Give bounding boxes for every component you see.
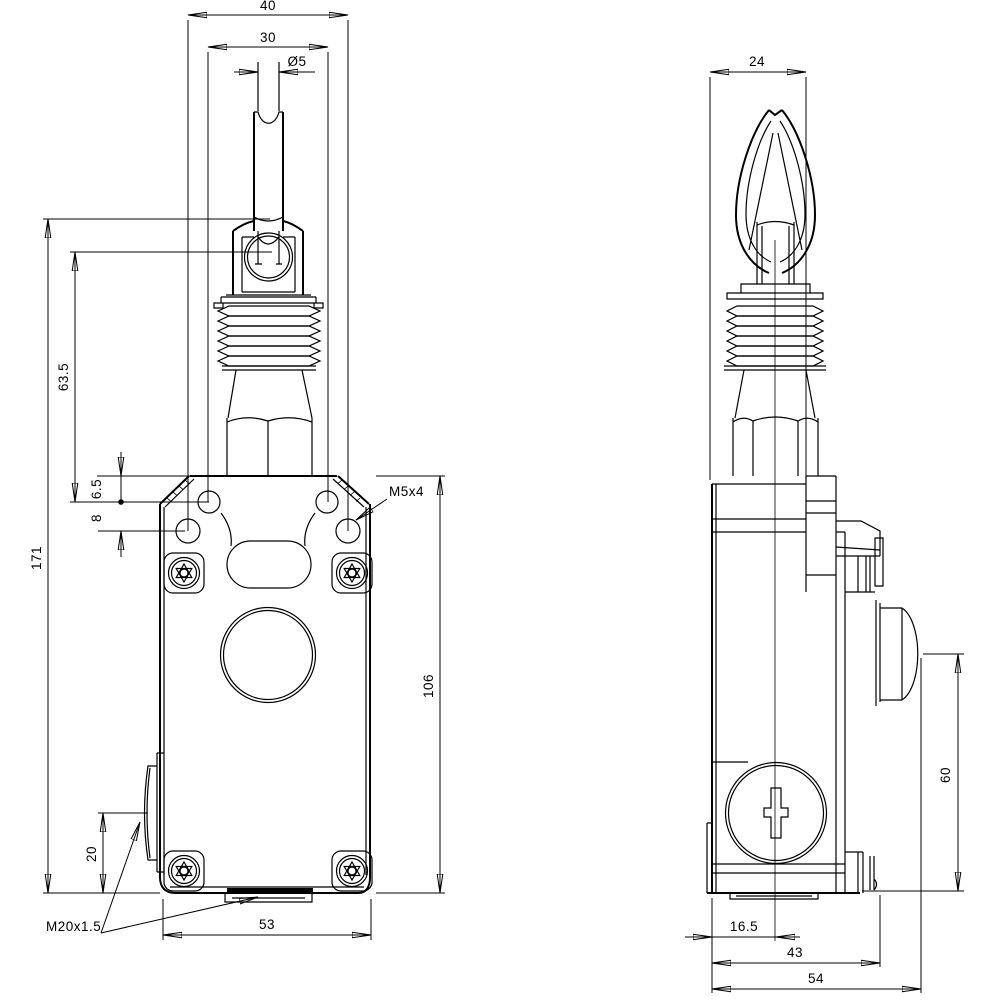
eyelet-housing — [213, 220, 324, 309]
bellows — [216, 305, 322, 371]
dim-label-m20x1-5: M20x1.5 — [46, 919, 101, 934]
bottom-entry-seal — [227, 888, 313, 893]
cable-gland-side — [143, 752, 164, 873]
front-view — [143, 62, 373, 903]
dim-label-43: 43 — [787, 945, 803, 960]
dimension-54: 54 — [712, 658, 922, 993]
dim-label-63-5: 63.5 — [56, 363, 71, 391]
dimension-24: 24 — [709, 54, 807, 480]
dimension-53: 53 — [162, 899, 372, 940]
dim-label-106: 106 — [421, 674, 436, 698]
side-view-dimensions: 24 60 16.5 43 54 — [685, 54, 964, 993]
dimension-60: 60 — [862, 653, 964, 892]
cover-circle — [219, 606, 317, 704]
dimension-171: 171 — [29, 218, 270, 894]
mounting-hole-upper-right — [315, 490, 339, 514]
dim-label-dia5: Ø5 — [287, 54, 306, 69]
cross-slot — [763, 787, 789, 839]
dimension-8: 8 — [89, 514, 185, 557]
dimension-m5x4: M5x4 — [356, 484, 424, 520]
rope-clamp-upper — [835, 520, 884, 593]
dimension-m20x1-5: M20x1.5 — [46, 822, 258, 934]
wire-grip-lever — [726, 109, 824, 300]
dim-label-8: 8 — [89, 514, 104, 522]
dim-label-30: 30 — [260, 30, 276, 45]
rope-clamp-lower — [845, 851, 878, 893]
neck-and-hex-nut — [226, 369, 313, 476]
rope-lever — [253, 62, 284, 265]
dimension-20: 20 — [84, 812, 148, 893]
dim-label-20: 20 — [84, 846, 99, 862]
dimension-106: 106 — [376, 475, 445, 894]
switch-body-front — [143, 475, 373, 903]
dimension-6-5: 6.5 — [89, 452, 190, 505]
bellows-side — [724, 305, 826, 371]
dimension-16-5: 16.5 — [685, 919, 800, 937]
dimension-43: 43 — [711, 895, 881, 993]
dimension-dia5: Ø5 — [234, 54, 315, 72]
dim-label-6-5: 6.5 — [89, 479, 104, 499]
dim-label-171: 171 — [29, 546, 44, 570]
dim-label-16-5: 16.5 — [730, 919, 758, 934]
neck-and-hex-nut-side — [732, 369, 819, 476]
dimension-40: 40 — [187, 0, 349, 531]
reset-button-dome — [875, 600, 919, 706]
dim-label-m5x4: M5x4 — [389, 484, 424, 499]
side-view — [706, 109, 919, 941]
stadium-cutout — [226, 540, 312, 589]
dim-label-24: 24 — [749, 54, 765, 69]
dimension-63-5: 63.5 — [56, 251, 272, 503]
dimension-30: 30 — [207, 30, 329, 502]
dim-label-54: 54 — [808, 971, 824, 986]
switch-body-side — [706, 475, 919, 900]
dim-label-40: 40 — [260, 0, 276, 13]
cam-disc — [724, 761, 828, 865]
front-view-dimensions: 40 30 Ø5 171 63.5 6.5 — [29, 0, 445, 940]
dim-label-60: 60 — [938, 767, 953, 783]
dim-label-53: 53 — [259, 917, 275, 932]
